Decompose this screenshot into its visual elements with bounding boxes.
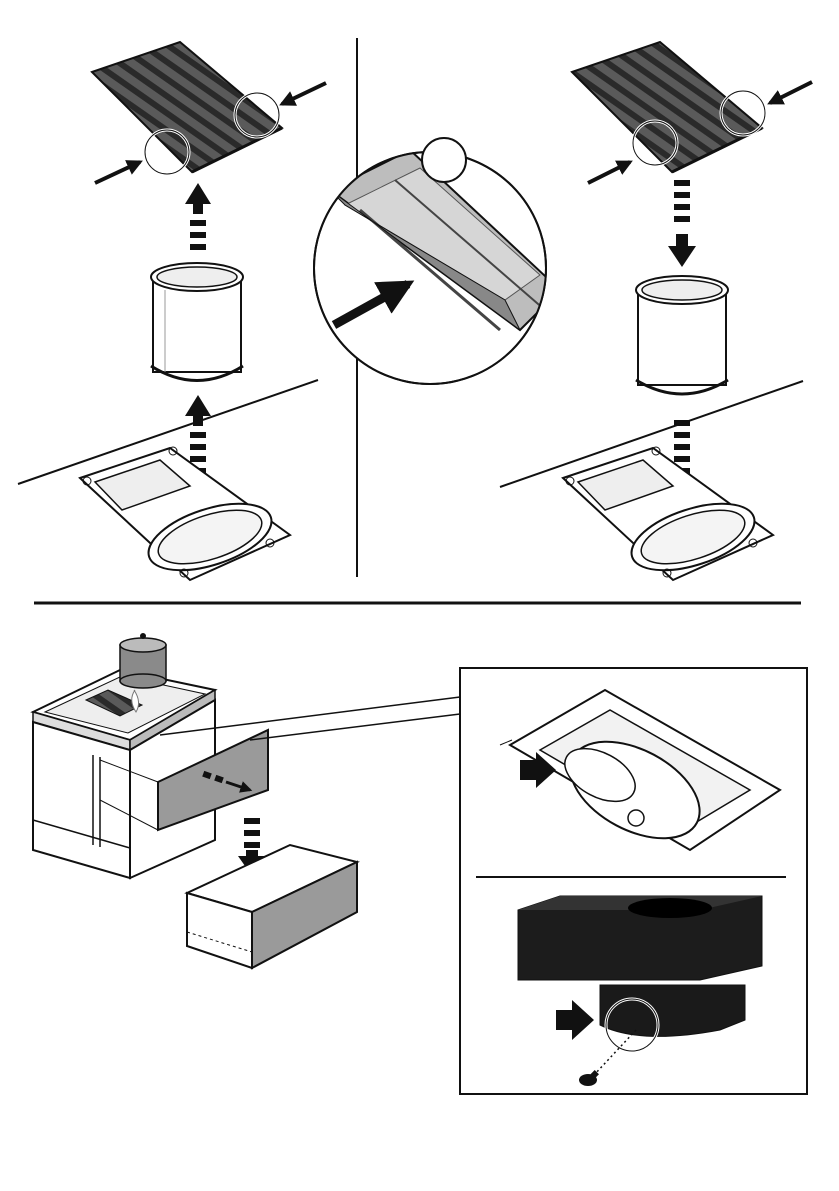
base-tray bbox=[563, 447, 773, 583]
base-tray bbox=[80, 447, 290, 583]
step-refit-grate bbox=[500, 42, 812, 583]
arrow-icon bbox=[770, 82, 812, 103]
callout-circle-top bbox=[422, 138, 466, 182]
step-pull-out-drawer bbox=[33, 633, 460, 968]
arrow-icon bbox=[588, 162, 630, 183]
step-grate-detail bbox=[314, 138, 560, 384]
arrow-icon bbox=[95, 162, 140, 183]
step-remove-grate bbox=[18, 42, 326, 583]
arrow-icon bbox=[668, 180, 696, 267]
arrow-icon bbox=[185, 183, 211, 250]
drawer-box bbox=[187, 845, 357, 968]
arrow-icon bbox=[282, 83, 326, 104]
filter-container bbox=[636, 276, 728, 394]
grate-left bbox=[92, 42, 282, 172]
filter-container bbox=[151, 263, 243, 381]
